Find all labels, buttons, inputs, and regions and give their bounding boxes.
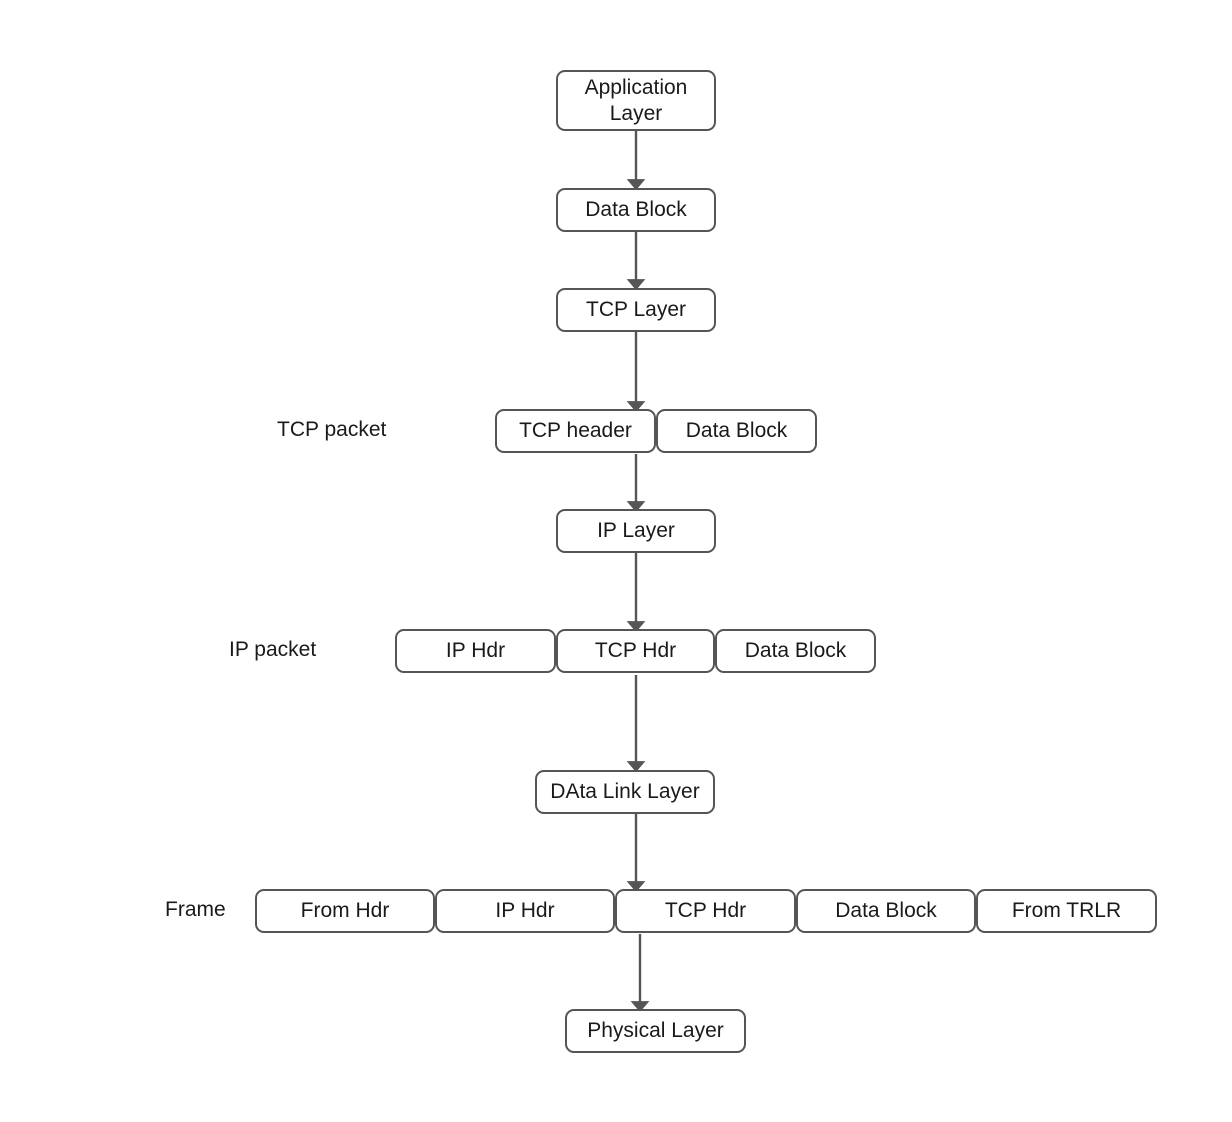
segment-tcp-header[interactable]: TCP header: [495, 409, 656, 453]
segment-from-hdr[interactable]: From Hdr: [255, 889, 435, 933]
node-tcp-layer[interactable]: TCP Layer: [556, 288, 716, 332]
caption-ip-packet: IP packet: [229, 638, 317, 661]
node-ip-layer[interactable]: IP Layer: [556, 509, 716, 553]
packet-row-frame: From Hdr IP Hdr TCP Hdr Data Block From …: [255, 889, 1157, 933]
packet-row-ip-packet: IP Hdr TCP Hdr Data Block: [395, 629, 876, 673]
node-data-block[interactable]: Data Block: [556, 188, 716, 232]
segment-tcp-hdr[interactable]: TCP Hdr: [556, 629, 715, 673]
segment-data-block[interactable]: Data Block: [656, 409, 817, 453]
segment-data-block[interactable]: Data Block: [715, 629, 876, 673]
segment-data-block[interactable]: Data Block: [796, 889, 976, 933]
node-application-layer[interactable]: Application Layer: [556, 70, 716, 131]
node-physical-layer[interactable]: Physical Layer: [565, 1009, 746, 1053]
caption-frame: Frame: [165, 898, 226, 921]
node-label-ip-layer: IP Layer: [597, 519, 675, 543]
caption-tcp-packet: TCP packet: [277, 418, 387, 441]
segment-from-trlr[interactable]: From TRLR: [976, 889, 1157, 933]
segment-ip-hdr[interactable]: IP Hdr: [435, 889, 615, 933]
packet-row-tcp-packet: TCP header Data Block: [495, 409, 817, 453]
node-label-physical-layer: Physical Layer: [587, 1019, 724, 1043]
segment-tcp-hdr[interactable]: TCP Hdr: [615, 889, 796, 933]
node-label-data-block: Data Block: [585, 198, 687, 222]
node-data-link-layer[interactable]: DAta Link Layer: [535, 770, 715, 814]
node-label-tcp-layer: TCP Layer: [586, 298, 686, 322]
node-label-application-layer: Application Layer: [584, 75, 688, 125]
segment-ip-hdr[interactable]: IP Hdr: [395, 629, 556, 673]
node-label-data-link-layer: DAta Link Layer: [550, 780, 700, 804]
